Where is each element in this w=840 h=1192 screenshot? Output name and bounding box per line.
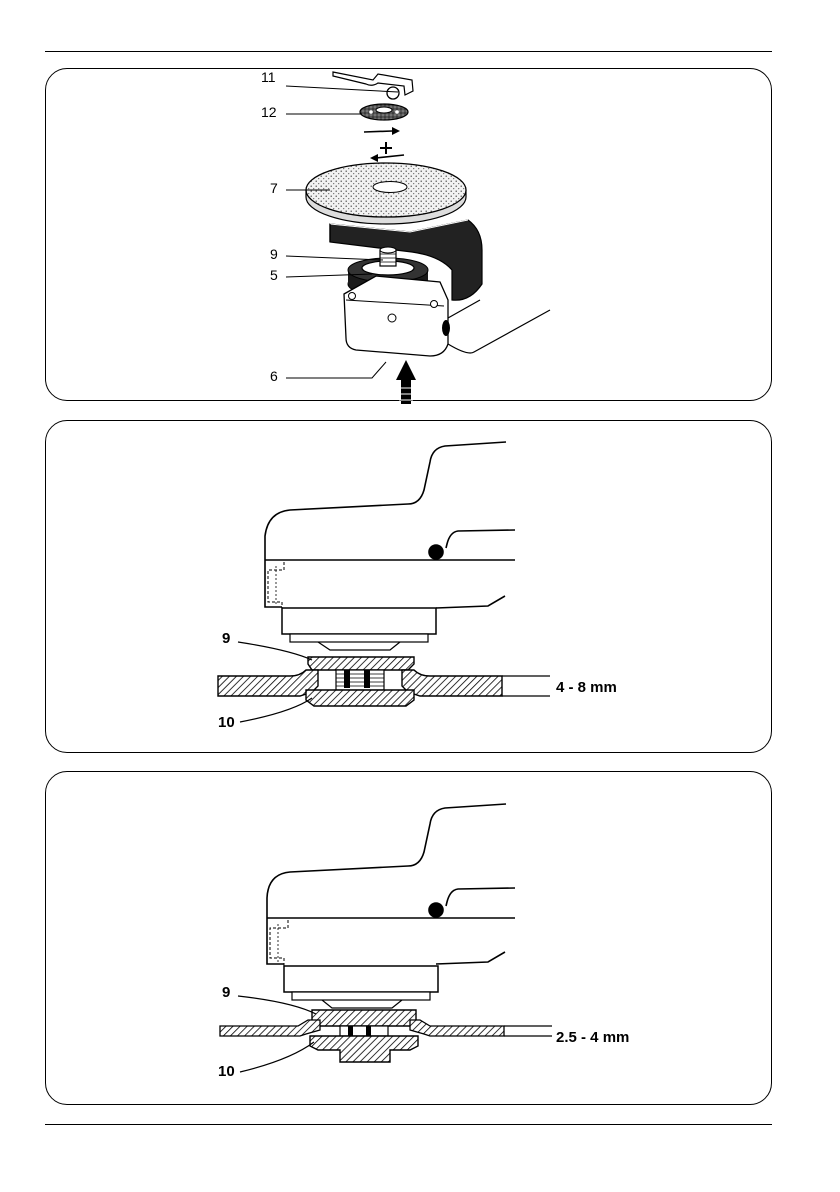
- disc-section-right: [402, 670, 502, 696]
- label-clamping-nut: 12: [261, 104, 277, 120]
- figure-3-cross-section: 9 10 2.5 - 4 mm: [218, 804, 629, 1080]
- label-spanner: 11: [261, 69, 276, 85]
- gear-head-housing: [344, 276, 550, 356]
- disc-section-left: [218, 670, 318, 696]
- spindle: [336, 670, 384, 690]
- spindle-2: [340, 1026, 388, 1036]
- label-flange: 9: [270, 246, 278, 262]
- grinder-body-outline-2: [267, 804, 515, 964]
- label-collar: 5: [270, 267, 278, 283]
- figure-2-cross-section: 9 10 4 - 8 mm: [218, 442, 617, 731]
- figure-1-exploded-view: 11 12 7 9 5 6: [261, 69, 550, 404]
- push-arrow: [396, 360, 416, 404]
- inner-flange-2: [312, 1010, 416, 1026]
- fig2-thickness-range: 4 - 8 mm: [556, 679, 617, 696]
- bearing-plate-2: [284, 966, 438, 992]
- rotation-arrow-head: [392, 127, 400, 135]
- fig2-label-nut: 10: [218, 714, 235, 731]
- plus-mark: [380, 142, 392, 154]
- clamping-nut: [360, 104, 408, 120]
- bearing-plate: [282, 608, 436, 634]
- inner-flange: [308, 657, 414, 670]
- fig3-label-nut: 10: [218, 1063, 235, 1080]
- fig3-thickness-range: 2.5 - 4 mm: [556, 1029, 629, 1046]
- spanner-wrench: [333, 72, 413, 99]
- grinder-body-outline: [265, 442, 515, 608]
- rotation-arrow: [364, 131, 392, 132]
- label-disc: 7: [270, 180, 278, 196]
- fig2-label-flange: 9: [222, 630, 230, 647]
- label-gear-head: 6: [270, 368, 278, 384]
- grinding-disc: [306, 154, 466, 224]
- fig3-label-flange: 9: [222, 984, 230, 1001]
- switch-slot-dashed-2: [270, 920, 288, 966]
- thin-disc-section-right: [410, 1020, 504, 1036]
- clamping-nut-section: [306, 690, 414, 706]
- thin-disc-section: [220, 1020, 320, 1036]
- clamping-nut-section-2: [310, 1036, 418, 1062]
